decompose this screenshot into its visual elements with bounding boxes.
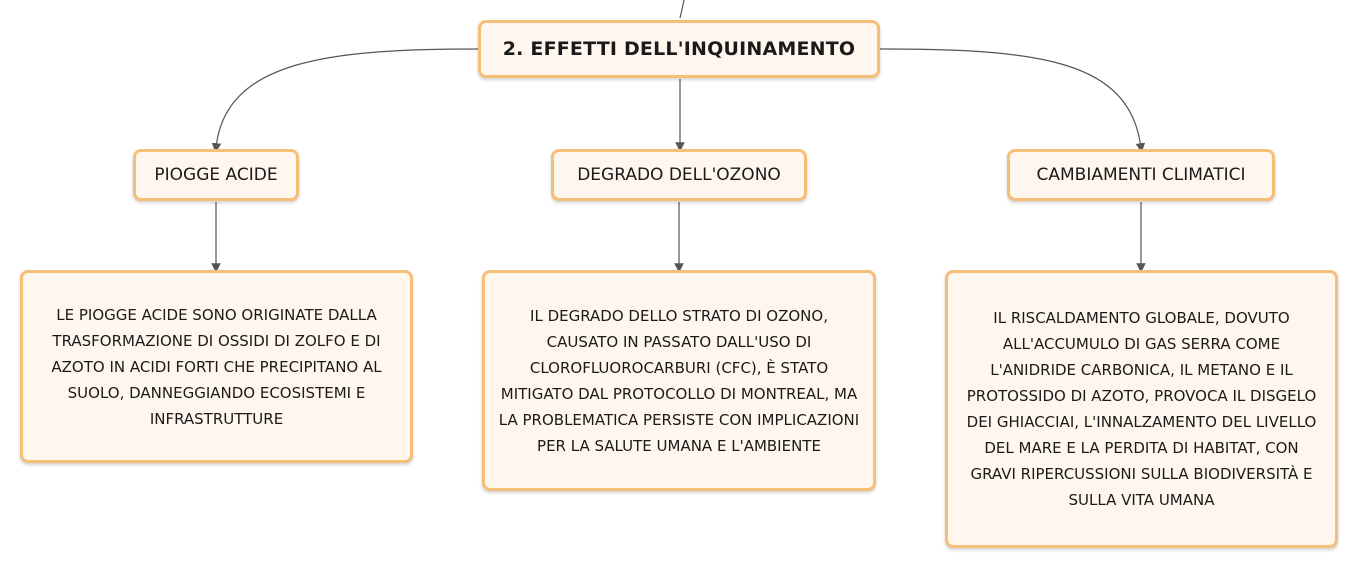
topic-label-cambiamenti-climatici: CAMBIAMENTI CLIMATICI (1036, 165, 1246, 185)
connector-root-cambiamenti-climatici (879, 48, 1146, 153)
description-node-degrado-ozono[interactable]: IL DEGRADO DELLO STRATO DI OZONO, CAUSAT… (482, 270, 876, 491)
description-text-cambiamenti-climatici: IL RISCALDAMENTO GLOBALE, DOVUTO ALL'ACC… (966, 309, 1317, 509)
incoming-connector (679, 0, 685, 19)
description-text-degrado-ozono: IL DEGRADO DELLO STRATO DI OZONO, CAUSAT… (498, 306, 860, 455)
description-node-piogge-acide[interactable]: LE PIOGGE ACIDE SONO ORIGINATE DALLA TRA… (20, 270, 413, 463)
root-topic-title: 2. EFFETTI DELL'INQUINAMENTO (502, 38, 856, 60)
topic-node-cambiamenti-climatici[interactable]: CAMBIAMENTI CLIMATICI (1007, 149, 1275, 201)
topic-node-degrado-ozono[interactable]: DEGRADO DELL'OZONO (551, 149, 807, 201)
topic-label-piogge-acide: PIOGGE ACIDE (154, 165, 278, 185)
connector-root-piogge-acide (211, 48, 479, 153)
description-node-cambiamenti-climatici[interactable]: IL RISCALDAMENTO GLOBALE, DOVUTO ALL'ACC… (945, 270, 1338, 548)
topic-node-piogge-acide[interactable]: PIOGGE ACIDE (133, 149, 299, 201)
root-topic-node[interactable]: 2. EFFETTI DELL'INQUINAMENTO (478, 20, 880, 78)
topic-label-degrado-ozono: DEGRADO DELL'OZONO (577, 165, 781, 185)
description-text-piogge-acide: LE PIOGGE ACIDE SONO ORIGINATE DALLA TRA… (51, 305, 382, 428)
